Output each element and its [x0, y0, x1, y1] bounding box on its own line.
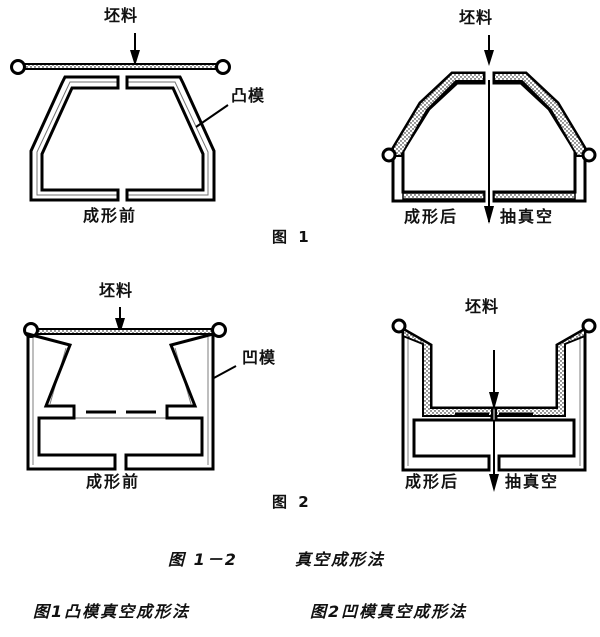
label-punch-die-fig1: 凸模 [231, 86, 266, 105]
blank-sheet-fig1-before [16, 63, 224, 70]
vacuum-line-fig2-after [489, 420, 499, 492]
clamp-right-fig2-after [581, 318, 597, 334]
label-vacuum-fig2-after: 抽真空 [505, 472, 560, 491]
cavity-die-inner-shade-fig2-after [407, 333, 581, 466]
cavity-floor-seam-fig2-before [39, 417, 202, 456]
clamp-right-fig1-before [215, 59, 231, 75]
blank-sheet-fig1-after [392, 72, 586, 200]
label-vacuum-fig1-after: 抽真空 [500, 207, 555, 226]
label-state-fig1-before: 成形前 [83, 206, 138, 225]
sub-caption-left: 图1凸模真空成形法 [33, 602, 191, 621]
label-state-fig1-after: 成形后 [404, 207, 459, 226]
punch-die-inner-shade-fig1-before [36, 81, 209, 196]
cavity-die-fig2-before [26, 332, 215, 471]
figure-number-fig2: 图 2 [272, 493, 312, 511]
figure-number-fig1: 图 1 [272, 228, 312, 246]
sub-caption-right: 图2凹模真空成形法 [310, 602, 468, 621]
clamp-right-fig2-before [211, 322, 227, 338]
clamp-right-fig1-after [581, 147, 597, 163]
blank-sheet-fig2-after [402, 327, 586, 417]
cavity-die-inner-shade-fig2-before [32, 337, 209, 465]
blank-arrow-fig1-before [130, 33, 140, 66]
fig1-after-panel [381, 35, 597, 224]
main-caption-title: 真空成形法 [295, 550, 386, 569]
clamp-left-fig2-after [391, 318, 407, 334]
blank-arrow-fig2-before [115, 307, 125, 334]
blank-arrow-fig1-after [484, 35, 494, 66]
label-blank-fig1-before: 坯料 [104, 6, 139, 25]
label-blank-fig2-before: 坯料 [99, 281, 134, 300]
main-caption-number: 图 1－2 [168, 550, 238, 569]
fig1-before-panel [10, 33, 231, 202]
vacuum-line-fig1-after [484, 80, 494, 224]
punch-die-fig1-before [29, 75, 216, 202]
clamp-left-fig1-before [10, 59, 26, 75]
label-blank-fig1-after: 坯料 [459, 8, 494, 27]
cavity-die-leader-fig2 [211, 365, 237, 380]
label-state-fig2-after: 成形后 [405, 472, 460, 491]
label-blank-fig2-after: 坯料 [465, 297, 500, 316]
blank-arrow-fig2-after [489, 350, 499, 410]
label-cavity-die-fig2: 凹模 [242, 348, 277, 367]
label-state-fig2-before: 成形前 [86, 472, 141, 491]
fig2-before-panel [23, 307, 237, 471]
punch-die-leader-fig1 [195, 104, 229, 128]
blank-sheet-fig2-before [27, 328, 214, 335]
clamp-left-fig1-after [381, 147, 397, 163]
fig2-after-panel [391, 318, 597, 492]
